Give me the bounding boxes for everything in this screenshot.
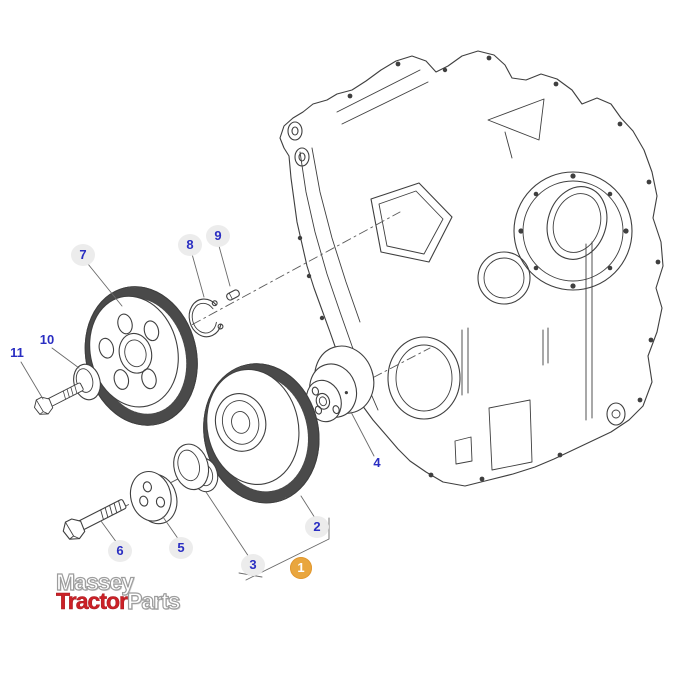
watermark-tractor: Tractor (56, 588, 128, 614)
camshaft-axis-line (41, 211, 401, 407)
leader-10 (51, 347, 80, 369)
watermark-massey: Massey (55, 569, 134, 595)
leader-8 (191, 253, 205, 298)
part-callout-3[interactable]: 3 (241, 554, 265, 576)
bushing-ring (173, 443, 219, 493)
snap-ring (188, 298, 224, 338)
part-callout-1[interactable]: 1 (290, 557, 312, 579)
leader-5 (162, 516, 180, 541)
watermark-logo: Massey TractorParts (55, 570, 181, 614)
leader-6 (100, 520, 118, 544)
part-callout-6[interactable]: 6 (108, 540, 132, 562)
thrust-plate (129, 470, 178, 525)
watermark-parts: Parts (126, 588, 181, 614)
leader-11 (20, 361, 44, 400)
dowel-pin (226, 289, 240, 301)
camshaft-bolt (34, 382, 84, 415)
idler-hub (305, 345, 375, 423)
timing-case-housing (279, 50, 664, 487)
leader-4 (350, 411, 375, 457)
part-callout-5[interactable]: 5 (169, 537, 193, 559)
part-callout-2[interactable]: 2 (305, 516, 329, 538)
part-callout-4[interactable]: 4 (373, 455, 381, 470)
leader-2 (300, 495, 316, 519)
part-callout-7[interactable]: 7 (71, 244, 95, 266)
leader-7 (87, 263, 123, 307)
camshaft-gear (84, 286, 198, 426)
idler-bolt (62, 499, 127, 540)
leader-lines (20, 245, 375, 581)
idler-gear (203, 363, 320, 504)
leader-9 (218, 245, 231, 287)
leader-3 (205, 491, 250, 558)
part-callout-9[interactable]: 9 (206, 225, 230, 247)
part-callout-11[interactable]: 11 (10, 345, 24, 360)
part-callout-10[interactable]: 10 (39, 332, 55, 347)
part-callout-8[interactable]: 8 (178, 234, 202, 256)
